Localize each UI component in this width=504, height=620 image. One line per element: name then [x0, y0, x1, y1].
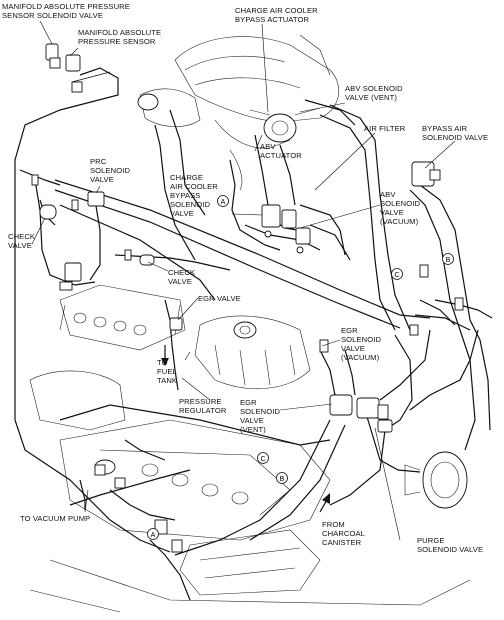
label-map-sensor: MANIFOLD ABSOLUTE PRESSURE SENSOR	[78, 28, 162, 46]
marker-c-upper-text: C	[394, 272, 399, 279]
flow-arrows	[161, 345, 330, 513]
marker-a-upper: A	[217, 195, 229, 207]
label-check-valve-center: CHECK VALVE	[168, 268, 196, 286]
label-prc-solenoid-valve: PRC SOLENOID VALVE	[90, 157, 131, 184]
label-to-vacuum-pump: TO VACUUM PUMP	[20, 514, 91, 523]
label-abv-solenoid-valve-vacuum: ABV SOLENOID VALVE (VACUUM)	[380, 190, 421, 226]
marker-c-upper: C	[391, 268, 403, 280]
egr-valve-body	[169, 317, 183, 331]
cac-bypass-solenoid	[261, 204, 311, 254]
marker-a-lower-text: A	[151, 532, 156, 539]
intake-plenum-sketch	[137, 34, 339, 191]
check-valve-left	[39, 204, 57, 220]
purge-solenoid-valve	[377, 419, 393, 433]
marker-b-upper-text: B	[446, 257, 451, 264]
label-abv-actuator: ABV ACTUATOR	[260, 142, 302, 160]
marker-c-lower: C	[257, 452, 269, 464]
label-air-filter: AIR FILTER	[364, 124, 406, 133]
marker-a-upper-text: A	[221, 199, 226, 206]
label-check-valve-left: CHECK VALVE	[8, 232, 36, 250]
label-egr-solenoid-valve-vacuum: EGR SOLENOID VALVE (VACUUM)	[341, 326, 382, 362]
label-map-sensor-solenoid-valve: MANIFOLD ABSOLUTE PRESSURE SENSOR SOLENO…	[2, 2, 130, 20]
egr-solenoid-valves	[329, 394, 389, 420]
map-sensor	[65, 54, 83, 93]
label-cac-bypass-solenoid-valve: CHARGE AIR COOLER BYPASS SOLENOID VALVE	[170, 173, 218, 218]
vacuum-hoses	[14, 67, 493, 601]
marker-a-lower: A	[147, 528, 159, 540]
bypass-air-solenoid	[411, 161, 441, 187]
check-valve-center	[139, 254, 155, 266]
marker-b-upper: B	[442, 253, 454, 265]
marker-b-lower-text: B	[280, 476, 285, 483]
label-cac-bypass-actuator: CHARGE AIR COOLER BYPASS ACTUATOR	[235, 6, 318, 24]
label-to-fuel-tank: TO FUEL TANK	[157, 358, 178, 385]
label-from-charcoal-canister: FROM CHARCOAL CANISTER	[322, 520, 365, 547]
label-bypass-air-solenoid-valve: BYPASS AIR SOLENOID VALVE	[422, 124, 489, 142]
label-egr-solenoid-valve-vent: EGR SOLENOID VALVE (VENT)	[240, 398, 281, 434]
engine-block-sketch	[29, 370, 471, 613]
marker-c-lower-text: C	[260, 456, 265, 463]
label-purge-solenoid-valve: PURGE SOLENOID VALVE	[417, 536, 484, 554]
leader-lines	[31, 20, 456, 541]
label-abv-solenoid-valve-vent: ABV SOLENOID VALVE (VENT)	[345, 84, 403, 102]
hose-clamps	[31, 174, 464, 553]
label-pressure-regulator: PRESSURE REGULATOR	[179, 397, 227, 415]
prc-solenoid-valve	[59, 191, 105, 291]
marker-b-lower: B	[276, 472, 288, 484]
egr-manifold-sketch	[194, 315, 311, 389]
brake-booster-sketch	[404, 451, 468, 509]
label-egr-valve: EGR VALVE	[198, 294, 241, 303]
